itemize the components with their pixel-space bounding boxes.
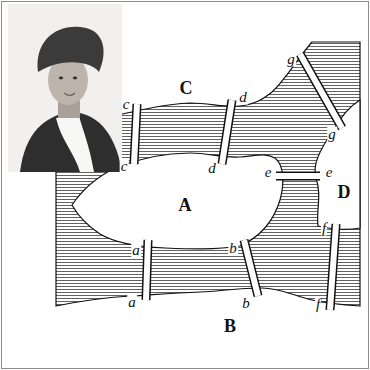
portrait — [8, 4, 122, 172]
bridge-label: f — [315, 297, 321, 312]
bridge-label: c — [122, 97, 131, 112]
bridge-label: e — [325, 165, 334, 180]
land-label: D — [337, 183, 352, 201]
bridge-label: a — [131, 243, 141, 258]
land-label: A — [178, 196, 193, 214]
bridge-label: f — [321, 221, 327, 236]
bridge-label: g — [327, 127, 337, 142]
bridge-label: b — [228, 241, 238, 256]
bridge-label: g — [286, 52, 296, 67]
land-label: C — [179, 79, 194, 97]
bridge-label: d — [207, 161, 217, 176]
bridge-label: a — [127, 295, 137, 310]
bridges — [134, 54, 342, 310]
land-label: B — [223, 317, 237, 335]
bridge-label: d — [238, 90, 248, 105]
bridge-label: b — [241, 296, 251, 311]
bridge-label: e — [264, 165, 273, 180]
bridge-label: c — [120, 159, 129, 174]
